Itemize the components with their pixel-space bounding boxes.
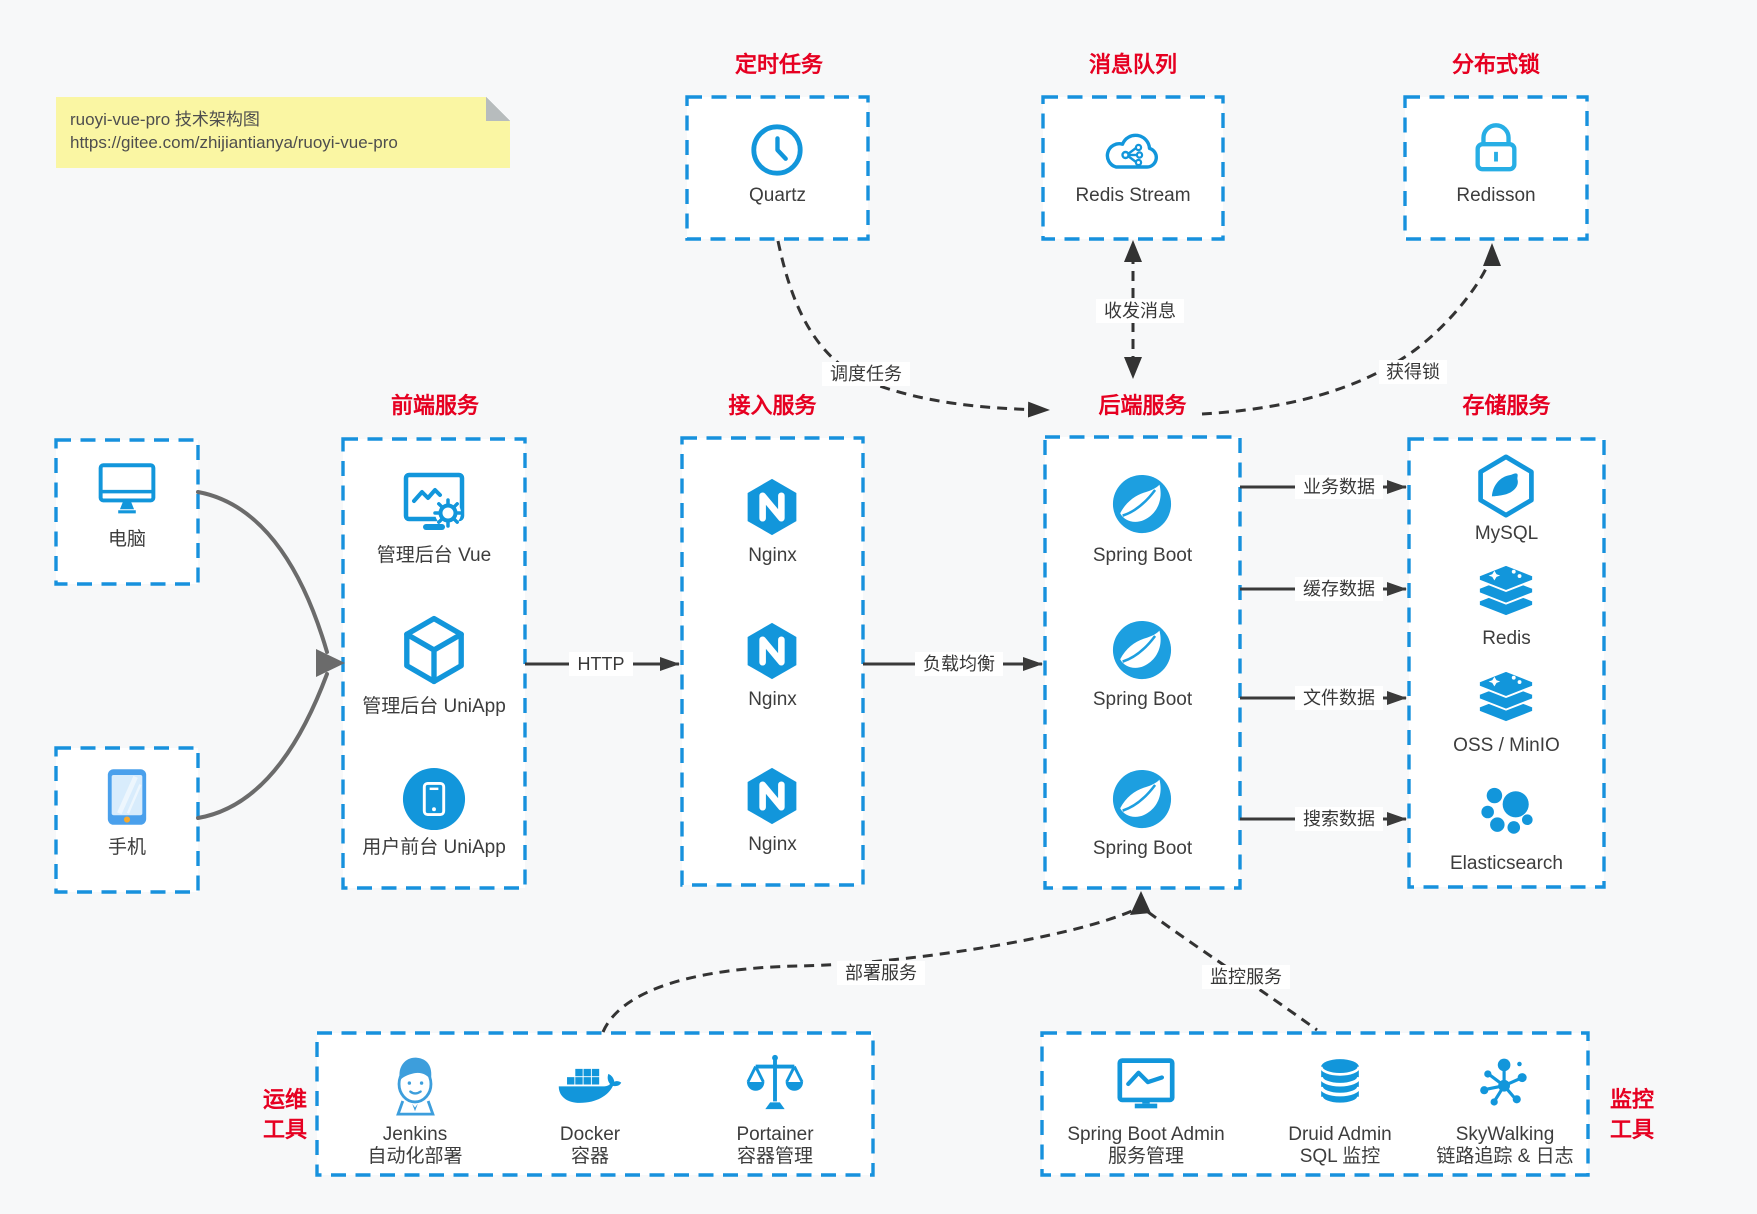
redis-stack-icon [1473,562,1539,622]
spring-boot-admin-icon [1114,1055,1178,1113]
portainer-icon [745,1052,805,1114]
section-label-scheduled-tasks: 定时任务 [734,52,823,77]
redis-label: Redis [1482,628,1531,649]
jenkins-icon [384,1052,446,1118]
edge-label-acquire-lock: 获得锁 [1379,360,1447,384]
monitor-tools-line1: 监控 [1609,1087,1654,1112]
redisson-label: Redisson [1456,185,1536,206]
nginx-label: Nginx [748,834,797,855]
tool-name: Docker [559,1124,621,1145]
portainer-label: Portainer 容器管理 [690,1124,860,1168]
section-label-frontend: 前端服务 [390,393,479,418]
mysql-label: MySQL [1474,523,1539,544]
smartphone-icon [104,767,150,827]
client-arrowhead [316,649,345,677]
jenkins-label: Jenkins 自动化部署 [330,1124,500,1168]
druid-database-icon [1314,1054,1366,1110]
edge-label-schedule: 调度任务 [822,362,910,386]
tool-name: Jenkins [382,1124,448,1145]
spring-boot-label: Spring Boot [1092,838,1193,859]
nginx-icon [742,764,802,828]
tool-desc: 服务管理 [1107,1146,1184,1167]
cloud-share-icon [1100,126,1166,176]
sticky-note-fold-icon [486,97,510,121]
admin-vue-icon [396,467,472,541]
section-label-gateway: 接入服务 [728,393,817,418]
pc-label: 电脑 [107,529,146,550]
clock-icon [748,121,806,179]
frontend-item-label: 用户前台 UniApp [362,837,506,858]
spring-boot-icon [1111,768,1173,830]
docker-label: Docker 容器 [505,1124,675,1168]
phone-label: 手机 [107,837,146,858]
sticky-note: ruoyi-vue-pro 技术架构图 https://gitee.com/zh… [56,97,510,168]
lock-icon [1469,119,1523,177]
deploy-curve [601,908,1135,1033]
edge-label-monitor: 监控服务 [1202,965,1290,989]
mysql-icon [1474,452,1538,520]
edge-label-http: HTTP [569,652,633,676]
note-url: https://gitee.com/zhijiantianya/ruoyi-vu… [70,133,398,152]
section-label-ops-tools: 运维 工具 [247,1085,323,1145]
tool-name: Druid Admin [1288,1124,1392,1145]
edge-label-load-balance: 负载均衡 [915,652,1003,676]
quartz-label: Quartz [748,185,807,206]
elasticsearch-icon [1477,783,1537,841]
oss-stack-icon [1473,668,1539,728]
cube-icon [397,611,471,689]
mobile-circle-icon [401,766,467,832]
nginx-icon [742,475,802,539]
monitor-curve [1147,910,1318,1032]
frontend-item-label: 管理后台 UniApp [362,696,506,717]
section-label-message-queue: 消息队列 [1088,52,1177,77]
tool-desc: SQL 监控 [1299,1146,1381,1167]
quartz-box [685,95,870,241]
druid-admin-label: Druid Admin SQL 监控 [1255,1124,1425,1168]
tool-desc: 容器 [570,1146,609,1167]
tool-name: Spring Boot Admin [1067,1124,1225,1145]
spring-boot-icon [1111,619,1173,681]
desktop-icon [95,460,159,518]
skywalking-label: SkyWalking 链路追踪 & 日志 [1413,1124,1597,1168]
section-label-distributed-lock: 分布式锁 [1451,52,1540,77]
spring-boot-label: Spring Boot [1092,689,1193,710]
nginx-label: Nginx [748,545,797,566]
nginx-label: Nginx [748,689,797,710]
tool-desc: 容器管理 [736,1146,813,1167]
tool-name: SkyWalking [1455,1124,1555,1145]
edge-label-message: 收发消息 [1096,299,1184,323]
section-label-monitor-tools: 监控 工具 [1594,1085,1670,1145]
tool-name: Portainer [736,1124,814,1145]
edge-label-deploy: 部署服务 [837,961,925,985]
skywalking-icon [1477,1055,1533,1111]
section-label-backend: 后端服务 [1098,393,1187,418]
spring-boot-icon [1111,473,1173,535]
dashed-arrowheads [1124,240,1501,915]
ops-tools-line1: 运维 [262,1087,307,1112]
nginx-icon [742,619,802,683]
service-boxes [54,95,1606,1177]
schedule-curve [776,240,1050,418]
elasticsearch-label: Elasticsearch [1450,853,1563,874]
tool-desc: 自动化部署 [367,1146,463,1167]
lock-curve [1201,261,1491,416]
spring-boot-admin-label: Spring Boot Admin 服务管理 [1051,1124,1241,1168]
edge-label-file-data: 文件数据 [1295,686,1383,710]
oss-minio-label: OSS / MinIO [1453,735,1560,756]
edge-label-cache-data: 缓存数据 [1295,577,1383,601]
frontend-item-label: 管理后台 Vue [376,545,492,566]
docker-icon [556,1061,624,1108]
note-title: ruoyi-vue-pro 技术架构图 [70,110,260,129]
section-label-storage: 存储服务 [1462,393,1551,418]
client-arrows [196,490,329,820]
edge-label-business-data: 业务数据 [1295,475,1383,499]
tool-desc: 链路追踪 & 日志 [1436,1146,1574,1167]
edge-label-search-data: 搜索数据 [1295,807,1383,831]
ops-tools-line2: 工具 [262,1117,307,1142]
spring-boot-label: Spring Boot [1092,545,1193,566]
monitor-tools-line2: 工具 [1609,1117,1654,1142]
redis-stream-label: Redis Stream [1075,185,1191,206]
